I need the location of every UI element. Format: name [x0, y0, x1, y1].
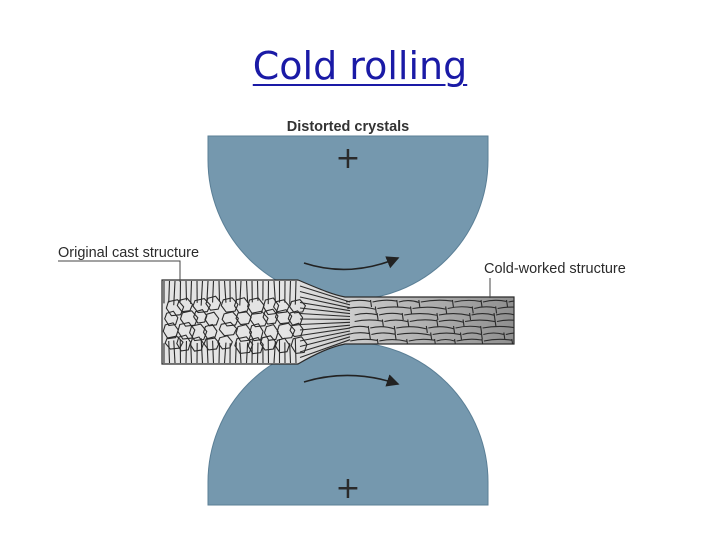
label-distorted-crystals: Distorted crystals	[287, 119, 410, 135]
slide-title: Cold rolling	[252, 44, 468, 88]
rotation-arrow-icon	[303, 374, 400, 387]
label-cold-worked-structure: Cold-worked structure	[484, 261, 626, 277]
rotation-arrow-icon	[303, 256, 400, 271]
leader-line-original	[58, 260, 181, 282]
plus-icon: +	[335, 471, 360, 506]
label-original-cast-structure: Original cast structure	[58, 245, 199, 261]
plus-icon: +	[335, 141, 360, 176]
grain-structure	[162, 280, 514, 364]
